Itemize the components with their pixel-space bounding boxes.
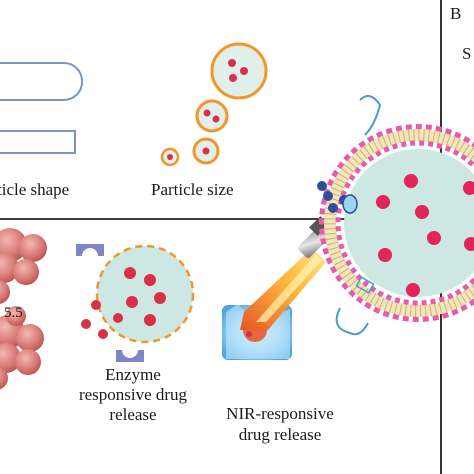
liposome-icon <box>317 95 474 336</box>
nir-label-line1: NIR-responsive <box>226 404 334 423</box>
rod-particle-icon <box>0 130 76 154</box>
particle-size-label: Particle size <box>151 180 234 199</box>
sphere-particle-icon <box>160 42 268 167</box>
nir-label-line2: drug release <box>238 425 322 444</box>
particle-shape-label: ticle shape <box>0 180 70 199</box>
panel-b-label: B <box>450 4 462 23</box>
enzyme-label-line2: responsive drug <box>78 385 188 404</box>
enzyme-label-line1: Enzyme <box>105 365 161 384</box>
panel-b-partial-label: S <box>462 44 472 63</box>
enzyme-responsive-icon <box>76 244 195 362</box>
enzyme-scissor-icon <box>76 244 104 256</box>
enzyme-label-line3: release <box>109 405 157 424</box>
tumor-cell-cluster-icon <box>0 228 47 390</box>
enzyme-scissor-icon <box>116 350 144 362</box>
capsule-particle-icon <box>0 62 83 101</box>
nir-laser-icon <box>222 216 329 360</box>
ph-value-label: 5.5 <box>4 305 23 321</box>
